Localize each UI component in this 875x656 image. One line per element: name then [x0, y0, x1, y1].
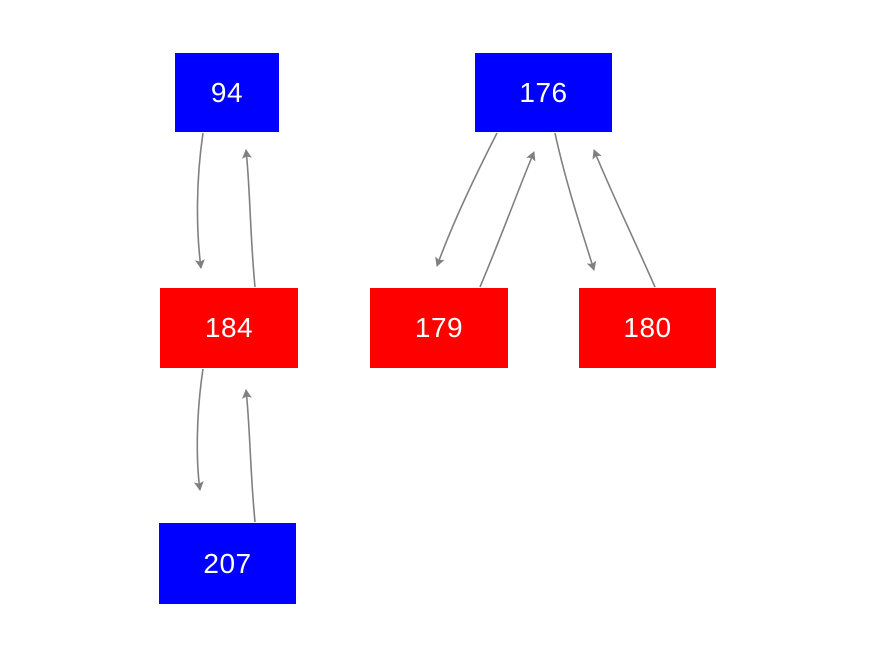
graph-edge-207-to-184: [242, 389, 256, 523]
graph-edge-179-to-176: [479, 151, 536, 288]
edge-group: [193, 132, 656, 523]
graph-edge-176-to-179: [435, 132, 498, 267]
graph-node-207[interactable]: 207: [159, 523, 296, 604]
graph-edge-180-to-176: [592, 149, 656, 288]
graph-node-184[interactable]: 184: [160, 288, 298, 368]
graph-node-179[interactable]: 179: [370, 288, 508, 368]
graph-node-180[interactable]: 180: [579, 288, 716, 368]
graph-edge-184-to-207: [193, 368, 204, 491]
graph-edge-184-to-94: [242, 149, 256, 288]
graph-node-94[interactable]: 94: [175, 53, 279, 132]
graph-node-176[interactable]: 176: [475, 53, 612, 132]
graph-edge-176-to-180: [554, 132, 597, 271]
graph-edge-94-to-184: [194, 132, 205, 269]
